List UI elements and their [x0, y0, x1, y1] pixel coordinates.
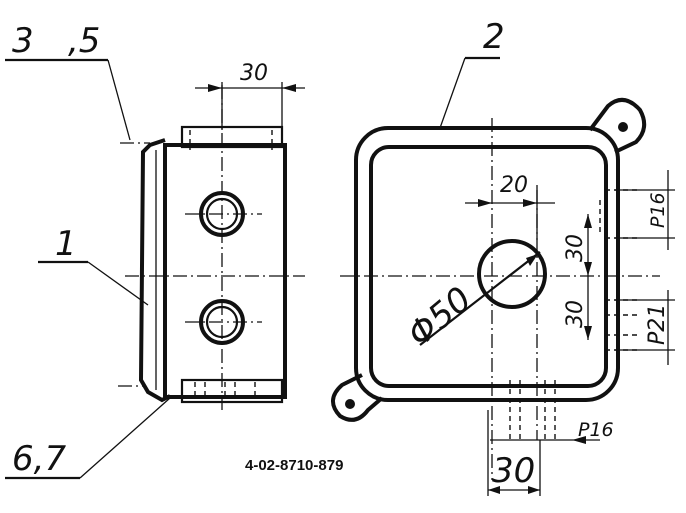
front-central-bore	[477, 239, 547, 309]
thread-bottom-arrow	[572, 436, 586, 444]
diameter-dimension: Φ50	[400, 279, 479, 355]
side-dim-arrow-left	[208, 84, 222, 92]
part-3-5-leader	[107, 59, 131, 141]
side-bottom-boss	[180, 378, 284, 404]
part-label-2: 2	[483, 17, 505, 57]
upper-offset-dimension: 30	[563, 234, 588, 262]
side-lid	[138, 138, 171, 403]
side-body	[163, 143, 287, 399]
part-label-6-7: 6,7	[12, 439, 66, 479]
side-top-boss	[180, 125, 284, 149]
part-6-7-leader	[79, 397, 171, 479]
front-dim20-arrow-right	[523, 199, 537, 207]
bottom-width-arrow-left	[488, 486, 500, 494]
diameter-arrow	[526, 254, 538, 266]
part-1-leader	[87, 261, 149, 306]
thread-upper-dimension: P16	[647, 192, 669, 228]
part-label-5: ,5	[68, 21, 100, 61]
bottom-width-arrow-right	[528, 486, 540, 494]
lower-offset-dimension: 30	[563, 300, 588, 328]
front-top-ear	[588, 98, 647, 154]
drawing-number: 4-02-8710-879	[245, 457, 343, 474]
part-label-3: 3	[12, 21, 34, 61]
front-dim20-arrow-left	[478, 199, 492, 207]
side-width-dimension: 30	[240, 61, 268, 86]
bottom-width-dimension: 30	[492, 451, 535, 491]
thread-right-dimension: P21	[645, 304, 670, 345]
front-bottom-ear-hole	[345, 399, 355, 409]
front-top-ear-hole	[618, 122, 628, 132]
front-dim30u-arrow-top	[584, 214, 592, 228]
front-outer-frame	[354, 126, 620, 402]
side-dim-arrow-right	[282, 84, 296, 92]
bore-spacing-dimension: 20	[500, 173, 528, 198]
diameter-leader	[419, 251, 541, 346]
side-view: 30	[118, 61, 305, 410]
front-inner-frame	[369, 145, 608, 388]
thread-bottom-dimension: P16	[578, 419, 614, 441]
part-callouts: 3 ,5 2 1 6,7	[5, 17, 505, 480]
front-dim30u-arrow-bot	[584, 262, 592, 276]
front-bottom-ear	[331, 373, 384, 422]
front-view: 20 Φ50 30 30 P16 P21 P16 30	[331, 98, 675, 496]
front-dim30l-arrow-bot	[584, 326, 592, 340]
part-label-1: 1	[55, 224, 77, 264]
part-2-leader	[439, 57, 466, 129]
